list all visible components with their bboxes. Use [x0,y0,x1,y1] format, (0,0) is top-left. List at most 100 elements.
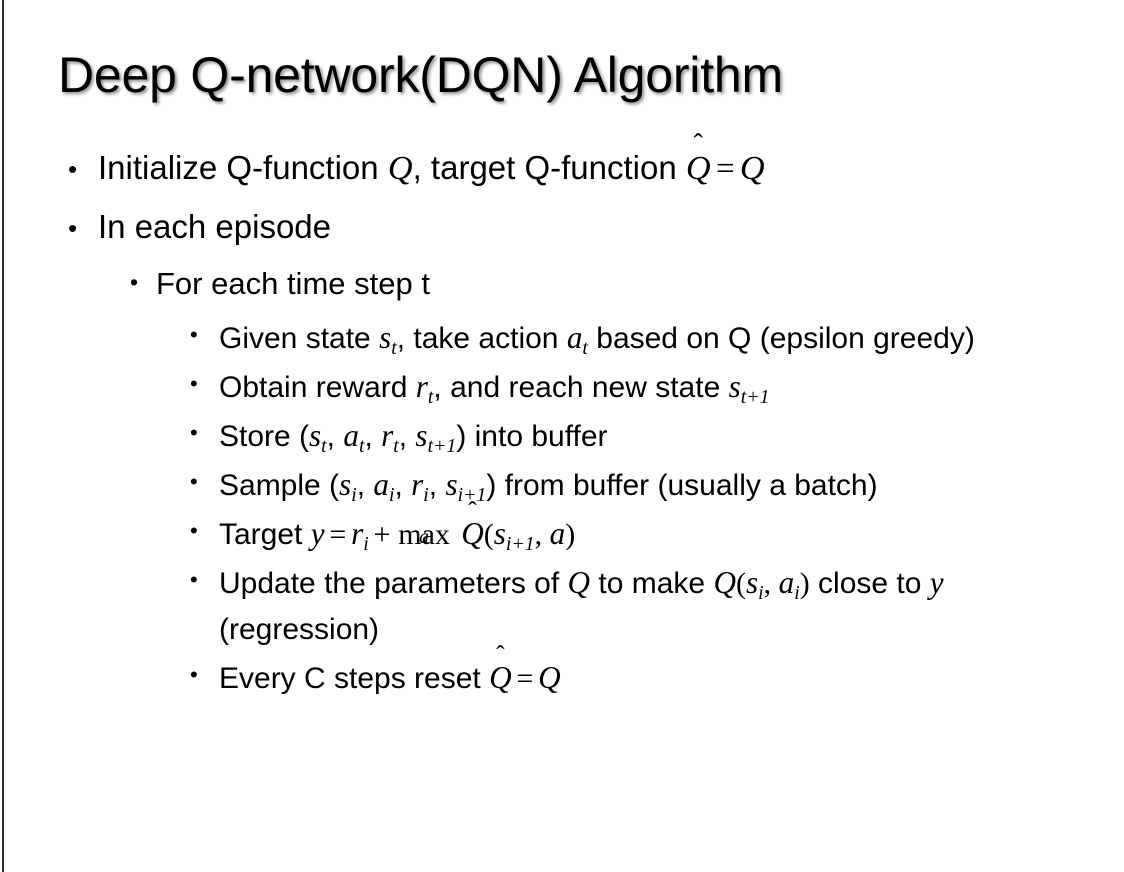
bullet-glyph-icon: • [190,662,198,687]
math-symbol-r: r [415,369,428,404]
bullet-glyph-icon: • [190,371,198,396]
math-symbol-q: Q [739,149,765,187]
text-fragment: , target Q-function [412,149,686,186]
math-symbol-q-hat: Q̂ [685,149,711,187]
math-operator-equals: = [715,151,735,187]
math-subscript-t: t [358,434,365,457]
math-operator-equals: = [516,662,534,695]
text-fragment: Sample ( [219,469,340,502]
math-subscript-t: t [321,434,327,457]
math-symbol-a: a [778,565,795,600]
math-symbol-r: r [351,516,364,551]
text-fragment: (regression) [219,613,380,646]
math-subscript-t-plus-1: t+1 [427,434,457,457]
page-title: Deep Q-network(DQN) Algorithm [58,47,783,103]
math-symbol-q: Q [387,149,413,187]
math-operator-plus: + [373,518,391,551]
list-item-text: Obtain reward rt, and reach new state st… [219,364,1099,411]
math-symbol-s: s [309,418,322,453]
math-subscript-i: i [351,483,357,506]
text-separator: , [398,420,416,453]
math-symbol-a: a [549,516,566,551]
text-fragment: Update the parameters of [219,567,568,600]
list-item-text: Sample (si, ai, ri, si+1) from buffer (u… [219,462,1099,509]
math-paren-open: ( [735,567,746,600]
math-symbol-a: a [343,418,359,453]
text-fragment: Initialize Q-function [98,149,388,186]
math-symbol-s: s [493,516,506,551]
math-symbol-q-hat: Q̂ [461,516,484,551]
math-subscript-i-plus-1: i+1 [457,483,487,506]
math-subscript-i: i [423,483,429,506]
list-item-text: In each episode [98,208,332,245]
math-subscript-t: t [393,434,399,457]
left-edge-rule [2,0,4,872]
list-item-update-parameters: • Update the parameters of Q to make Q(s… [0,560,1124,653]
math-subscript-a: a [419,526,429,549]
math-paren-open: ( [483,518,494,551]
math-symbol-y: y [929,565,944,600]
math-symbol-s: s [339,467,352,502]
list-item-obtain-reward: • Obtain reward rt, and reach new state … [0,364,1124,411]
math-subscript-i: i [794,581,800,604]
text-separator: , [394,469,412,502]
list-item-store-into-buffer: • Store (st, at, rt, st+1) into buffer [0,413,1124,460]
bullet-glyph-icon: • [68,213,78,243]
bullet-glyph-icon: • [130,269,139,295]
math-symbol-q-hat: Q̂ [489,660,512,695]
text-separator: , [356,469,374,502]
list-item-initialize-q-function: • Initialize Q-function Q, target Q-func… [0,146,1124,191]
bullet-glyph-icon: • [190,322,198,347]
bullet-glyph-icon: • [190,518,198,543]
math-symbol-r: r [381,418,394,453]
text-separator: , [326,420,344,453]
text-separator: , [763,567,779,600]
math-symbol-s: s [728,369,741,404]
math-symbol-s: s [379,320,392,355]
text-fragment: based on Q (epsilon greedy) [587,322,975,355]
list-item-given-state-take-action: • Given state st, take action at based o… [0,315,1124,362]
text-fragment: , and reach new state [433,371,729,404]
math-symbol-r: r [411,467,424,502]
text-fragment: ) from buffer (usually a batch) [486,469,878,502]
list-item-in-each-episode: • In each episode [0,205,1124,249]
bullet-glyph-icon: • [190,420,198,445]
math-symbol-y: y [310,516,325,551]
math-subscript-i: i [363,532,369,555]
math-symbol-q: Q [538,660,561,695]
math-subscript-i: i [758,581,764,604]
math-subscript-t: t [391,336,397,359]
math-subscript-i: i [388,483,395,506]
math-symbol-s: s [415,418,428,453]
text-fragment: Obtain reward [219,371,416,404]
max-label: max [398,518,450,551]
text-separator: , [534,518,550,551]
math-symbol-q: Q [713,565,736,600]
list-item-text: Every C steps reset Q̂=Q [219,655,1099,702]
text-fragment: Store ( [219,420,310,453]
bullet-list: • Initialize Q-function Q, target Q-func… [0,146,1124,704]
math-subscript-i-plus-1: i+1 [505,532,535,555]
math-subscript-t-plus-1: t+1 [740,385,770,408]
text-fragment: Target [219,518,311,551]
math-symbol-a: a [566,320,583,355]
text-fragment: , take action [396,322,567,355]
math-paren-close: ) [799,567,810,600]
list-item-every-c-steps-reset: • Every C steps reset Q̂=Q [0,655,1124,702]
math-subscript-t: t [582,336,588,359]
list-item-text: Initialize Q-function Q, target Q-functi… [98,146,1078,191]
math-operator-equals: = [329,518,347,551]
math-symbol-a: a [373,467,389,502]
list-item-text: Store (st, at, rt, st+1) into buffer [219,413,1099,460]
text-separator: , [364,420,382,453]
list-item-for-each-time-step: • For each time step t [0,263,1124,305]
bullet-glyph-icon: • [68,154,78,184]
list-item-text: Given state st, take action at based on … [219,315,1099,362]
text-fragment: to make [590,567,714,600]
text-fragment: Every C steps reset [219,662,490,695]
list-item-text: Update the parameters of Q to make Q(si,… [219,560,1099,653]
